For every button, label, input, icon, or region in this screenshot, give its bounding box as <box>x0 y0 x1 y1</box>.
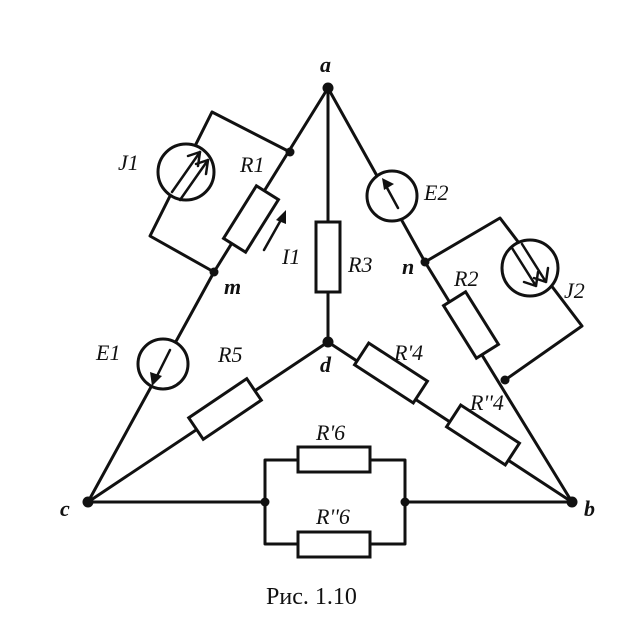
resistor-r6-prime <box>296 445 372 474</box>
resistor-r4-double-prime <box>444 402 522 468</box>
node-label-c: c <box>60 496 70 521</box>
resistor-r6-double-prime <box>296 530 372 559</box>
current-source-j2 <box>500 238 560 298</box>
resistors <box>186 183 522 559</box>
wire-n-b <box>423 260 574 504</box>
node-d-dot <box>322 336 334 348</box>
voltage-source-e2 <box>365 169 419 223</box>
node-r6-left-dot <box>260 497 270 507</box>
labels: a d c b m n J1 R1 I1 E1 E2 R2 J2 R3 R5 R… <box>60 52 595 610</box>
resistor-r3 <box>314 220 342 294</box>
resistor-r5 <box>186 376 264 442</box>
voltage-source-e1 <box>136 337 190 391</box>
node-c-dot <box>82 496 94 508</box>
node-j2-bottom-dot <box>500 375 510 385</box>
label-r6-double-prime: R''6 <box>315 504 350 529</box>
label-e2: E2 <box>423 180 448 205</box>
node-label-n: n <box>402 254 414 279</box>
label-r5: R5 <box>217 342 242 367</box>
node-label-b: b <box>584 496 595 521</box>
label-r2: R2 <box>453 266 478 291</box>
node-m-dot <box>209 267 219 277</box>
current-source-j1 <box>156 142 216 202</box>
label-j1: J1 <box>118 150 139 175</box>
node-j1-top-dot <box>285 147 295 157</box>
label-j2: J2 <box>564 278 585 303</box>
node-b-dot <box>566 496 578 508</box>
current-arrow-i1 <box>262 210 286 252</box>
node-label-m: m <box>224 274 241 299</box>
junction-dots <box>82 82 578 508</box>
label-r1: R1 <box>239 152 264 177</box>
label-r6-prime: R'6 <box>315 420 345 445</box>
label-i1: I1 <box>281 244 300 269</box>
node-r6-right-dot <box>400 497 410 507</box>
node-label-a: a <box>320 52 331 77</box>
node-label-d: d <box>320 352 332 377</box>
label-r4-prime: R'4 <box>393 340 423 365</box>
resistor-r2 <box>441 289 501 361</box>
figure-caption: Рис. 1.10 <box>266 584 357 610</box>
resistor-r4-prime <box>352 340 430 406</box>
label-r3: R3 <box>347 252 372 277</box>
node-a-dot <box>322 82 334 94</box>
node-n-dot <box>420 257 430 267</box>
resistor-r1 <box>221 183 281 255</box>
label-r4-double-prime: R''4 <box>469 390 504 415</box>
label-e1: E1 <box>95 340 120 365</box>
